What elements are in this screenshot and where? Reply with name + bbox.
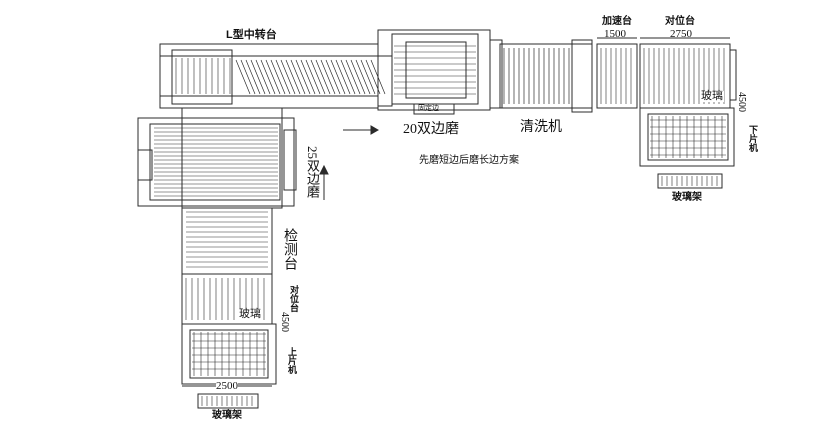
- washer-machine: [499, 39, 593, 113]
- label-edger-20: 20双边磨: [403, 122, 459, 137]
- edger-25-machine: [137, 107, 297, 209]
- inspection-table-frame: [181, 207, 273, 275]
- label-washer: 清洗机: [520, 120, 562, 135]
- label-dim-1500: 1500: [604, 28, 626, 40]
- label-rack-right: 玻璃架: [672, 192, 702, 203]
- label-unloader: 下片机: [748, 125, 758, 152]
- edger-20-machine: [377, 29, 503, 115]
- label-dim-4500-left: 4500: [279, 312, 290, 332]
- label-accel-table: 加速台: [602, 16, 632, 27]
- unloader-frame: [639, 107, 735, 167]
- flow-arrow-up: [319, 164, 329, 200]
- rack-left-frame: [197, 393, 259, 409]
- label-inspection-table: 检测台: [282, 228, 297, 270]
- accel-table-frame: [596, 43, 638, 109]
- label-glass-left: 玻璃: [238, 308, 262, 320]
- label-fixed-edge: 固定边: [418, 105, 439, 112]
- label-glass-right: 玻璃: [700, 90, 724, 102]
- label-dim-2500: 2500: [216, 380, 238, 392]
- label-l-turntable: L型中转台: [226, 29, 277, 41]
- diagram-caption: 先磨短边后磨长边方案: [419, 155, 519, 166]
- flow-arrow-right: [343, 125, 380, 135]
- conveyor-rollers-vertical: [175, 48, 725, 406]
- l-turntable-frame: [159, 43, 379, 109]
- label-rack-left: 玻璃架: [212, 410, 242, 421]
- l-turntable-rollers: [235, 59, 386, 95]
- label-edger-25: 25双边磨: [305, 146, 320, 198]
- label-dim-2750: 2750: [670, 28, 692, 40]
- label-dim-4500-right: 4500: [736, 92, 747, 112]
- conveyor-rollers-horizontal: [154, 45, 726, 370]
- rack-right-frame: [657, 173, 723, 189]
- label-loader: 上片机: [287, 347, 297, 374]
- label-align-table-left: 对位台: [289, 285, 299, 312]
- label-align-table-top: 对位台: [665, 16, 695, 27]
